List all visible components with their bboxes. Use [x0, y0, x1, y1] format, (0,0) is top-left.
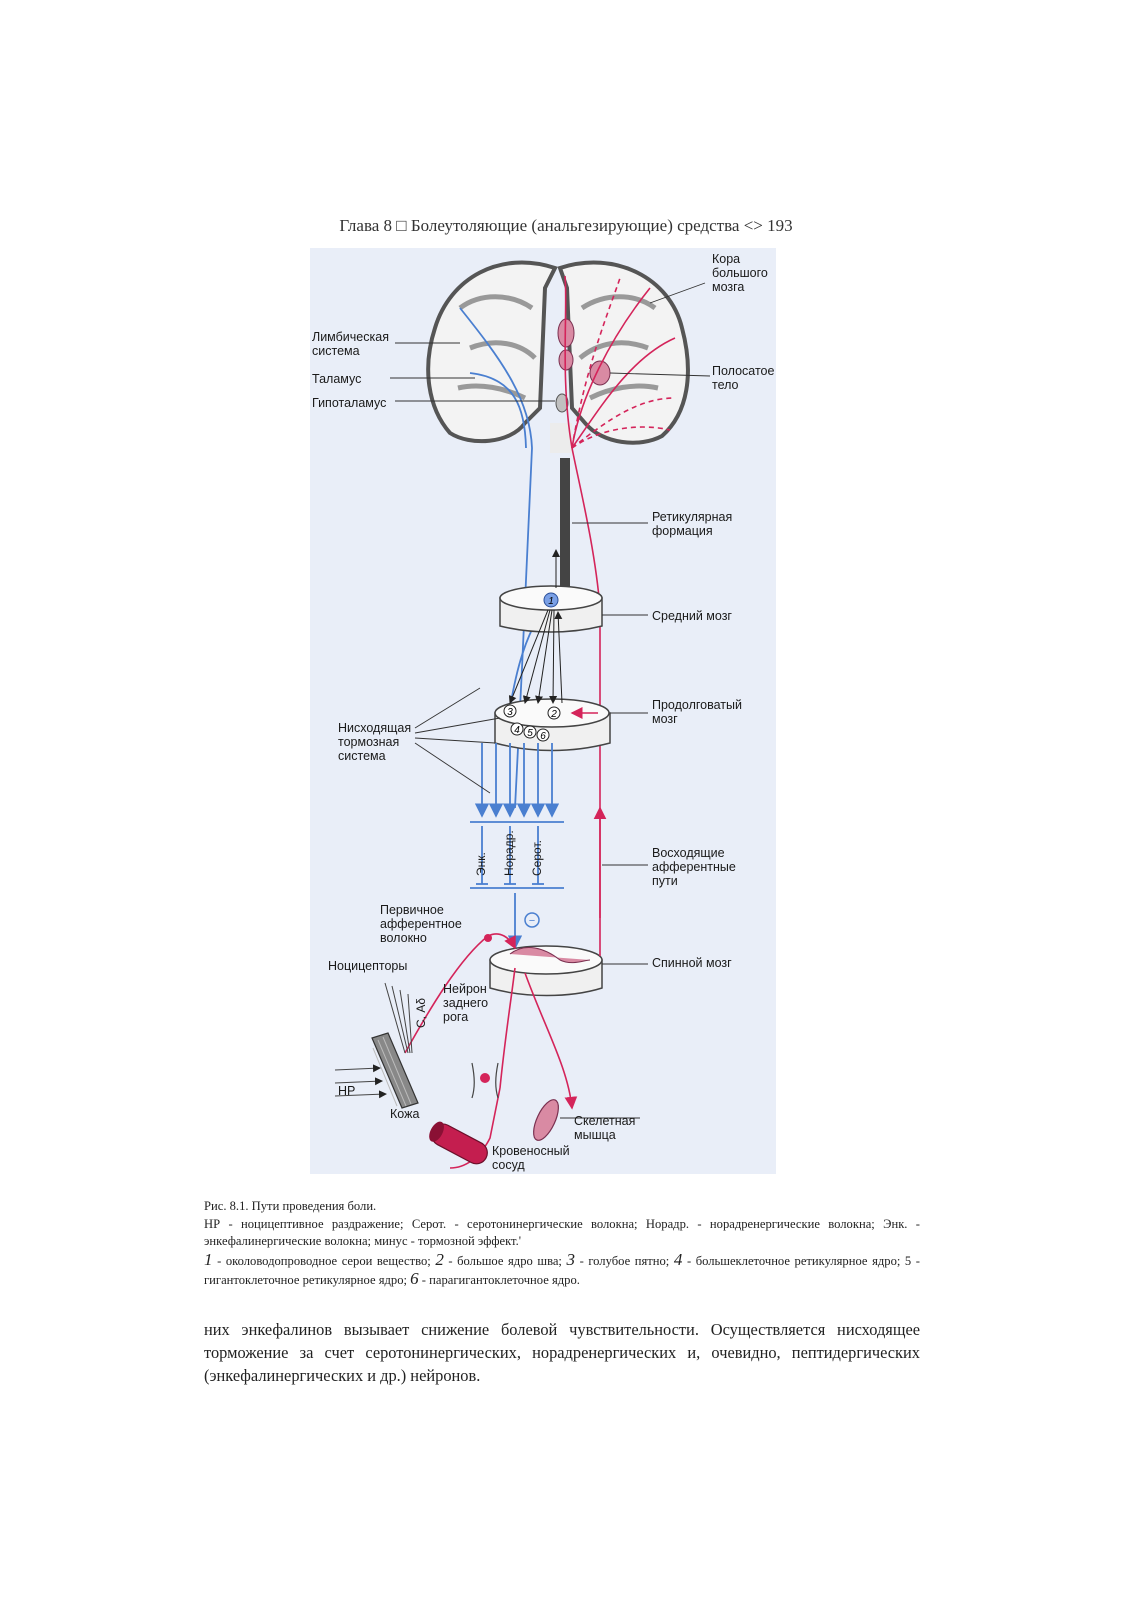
nucleus-2: 2	[550, 709, 557, 720]
midbrain-slab	[499, 585, 603, 633]
label-hypothalamus: Гипоталамус	[312, 396, 387, 410]
muscle-shape	[533, 1099, 559, 1141]
caption-legend: 1 - околоводопроводное серои вещество; 2…	[204, 1249, 920, 1290]
label-reticular-formation: Ретикулярная формация	[652, 510, 733, 538]
skin-block	[371, 1032, 419, 1109]
caption-title: Рис. 8.1. Пути проведения боли.	[204, 1199, 377, 1213]
label-limbic-system: Лимбическая система	[312, 330, 389, 358]
label-skin: Кожа	[390, 1107, 420, 1121]
label-skeletal-muscle: Скелетная мышца	[574, 1114, 636, 1142]
label-midbrain: Средний мозг	[652, 609, 732, 623]
pathways-diagram: 1 3 2 4 5 6 −	[310, 248, 776, 1174]
spinal-cord-slab	[489, 945, 603, 997]
running-head: Глава 8 □ Болеутоляющие (анальгезирующие…	[339, 216, 793, 235]
numbered-nuclei: 1 3 2 4 5 6	[503, 596, 561, 742]
figure-caption: Рис. 8.1. Пути проведения боли. НР - ноц…	[204, 1198, 920, 1290]
label-thalamus: Таламус	[312, 372, 362, 386]
label-spinal-cord: Спинной мозг	[652, 956, 732, 970]
legend-key-4: 4	[673, 1249, 683, 1269]
legend-desc-4: - большеклеточное ретикулярное ядро; 5 -…	[204, 1253, 920, 1288]
legend-desc-6: - парагигантоклеточное ядро.	[418, 1273, 580, 1287]
label-ascending-pathways: Восходящие афферентные пути	[652, 846, 736, 888]
pain-pathways-figure: 1 3 2 4 5 6 −	[310, 248, 790, 1194]
legend-desc-1: - околоводопроводное серои вещество;	[212, 1253, 436, 1268]
caption-abbreviations: НР - ноцицептивное раздражение; Серот. -…	[204, 1216, 920, 1249]
body-paragraph: них энкефалинов вызывает снижение болево…	[204, 1320, 920, 1385]
legend-key-1: 1	[204, 1249, 213, 1269]
inhibition-minus: −	[529, 915, 535, 927]
label-serot: Серот.	[530, 840, 544, 876]
label-primary-afferent: Первичное афферентное волокно	[380, 903, 462, 945]
legend-key-3: 3	[566, 1249, 576, 1269]
legend-key-6: 6	[410, 1269, 419, 1288]
label-striatum: Полосатое тело	[712, 364, 775, 392]
nucleus-6: 6	[540, 731, 546, 742]
label-noradr: Норадр.	[502, 830, 516, 876]
nociceptor-lines	[334, 982, 413, 1099]
label-enk: Энк.	[474, 852, 488, 876]
nucleus-5: 5	[527, 728, 533, 739]
descending-fibers	[470, 743, 564, 950]
legend-desc-2: - большое ядро шва;	[443, 1253, 567, 1268]
label-cortex: Кора большого мозга	[712, 252, 768, 294]
label-fiber-type: С, Аδ	[414, 997, 428, 1028]
brainstem-connections	[508, 549, 563, 704]
label-hp: НР	[338, 1084, 356, 1098]
label-nociceptors: Ноцицепторы	[328, 959, 408, 973]
nucleus-3: 3	[507, 707, 513, 718]
label-dorsal-horn-neuron: Нейрон заднего рога	[443, 982, 489, 1024]
vessel-shape	[429, 1121, 488, 1165]
leader-lines	[390, 282, 711, 1119]
label-medulla: Продолговатый мозг	[652, 698, 742, 726]
reticular-formation-column	[560, 458, 570, 618]
ganglion	[471, 1062, 499, 1099]
legend-desc-3: - голубое пятно;	[575, 1253, 674, 1268]
nucleus-1: 1	[548, 596, 554, 607]
nucleus-4: 4	[514, 725, 520, 736]
label-descending-system: Нисходящая тормозная система	[338, 721, 412, 763]
label-blood-vessel: Кровеносный сосуд	[492, 1144, 570, 1172]
legend-key-2: 2	[435, 1249, 444, 1269]
